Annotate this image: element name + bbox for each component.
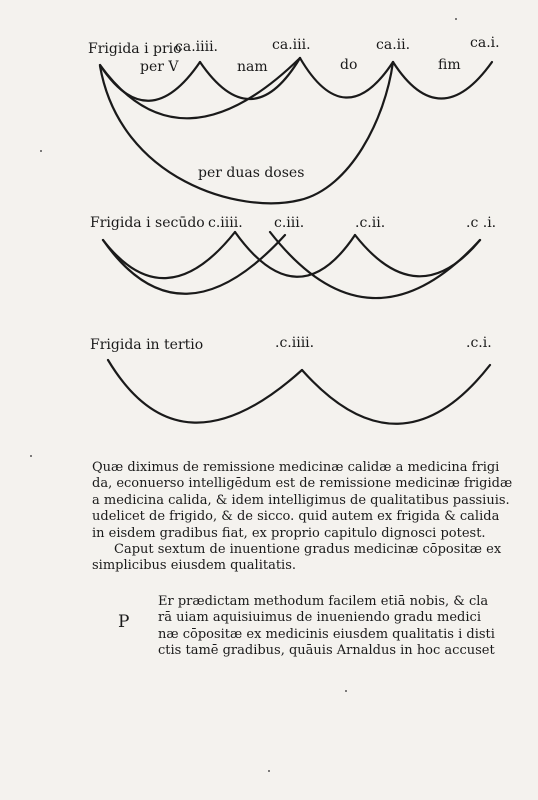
- paper-speck: [345, 690, 347, 692]
- body-line: a medicina calida, & idem intelligimus d…: [92, 492, 510, 508]
- diagram3-label-2: .c.i.: [466, 335, 492, 351]
- arc-d1-double-2: [98, 60, 395, 205]
- arc-d2-1: [101, 230, 237, 280]
- body-line: da, econuerso intelligēdum est de remiss…: [92, 476, 513, 492]
- paper-speck: [30, 455, 32, 457]
- diagram3-label-1: .c.iiii.: [275, 335, 315, 351]
- diagram1-word-4: fim: [438, 57, 461, 73]
- arc-d2-2: [233, 230, 357, 278]
- diagram1-label-2: ca.iii.: [272, 37, 311, 53]
- arc-d1-3: [298, 56, 395, 99]
- arc-d1-2: [198, 56, 302, 101]
- arc-d2-double-2: [268, 230, 482, 300]
- body-line: udelicet de frigido, & de sicco. quid au…: [92, 509, 500, 525]
- diagram2-label-4: .c .i.: [466, 215, 497, 231]
- arc-d1-double-1: [98, 56, 302, 120]
- para-line: næ cōpositæ ex medicinis eiusdem qualita…: [158, 626, 495, 642]
- para-line: ctis tamē gradibus, quāuis Arnaldus in h…: [158, 643, 495, 659]
- paper-speck: [268, 770, 270, 772]
- diagram2-title: Frigida i secūdo: [90, 215, 205, 231]
- chapter-heading-line: Caput sextum de inuentione gradus medici…: [114, 542, 502, 558]
- arc-d3-1: [106, 358, 304, 424]
- para-line: rā uiam aquisiuimus de inueniendo gradu …: [158, 610, 481, 626]
- diagram3-title: Frigida in tertio: [90, 337, 204, 353]
- diagram1-word-2: nam: [237, 59, 268, 75]
- arc-d2-3: [353, 233, 482, 278]
- diagram1-word-1: per V: [140, 59, 179, 75]
- arc-d3-2: [300, 363, 492, 425]
- diagram2-label-3: .c.ii.: [355, 215, 386, 231]
- initial-letter: P: [118, 612, 130, 632]
- diagram1-label-3: ca.ii.: [376, 37, 411, 53]
- diagram1-caption: per duas doses: [198, 165, 305, 181]
- arc-d2-double-1: [101, 233, 287, 295]
- diagram1-word-3: do: [340, 57, 358, 73]
- diagram1-title: Frigida i prio: [88, 41, 182, 57]
- diagram1-label-4: ca.i.: [470, 35, 500, 51]
- chapter-heading-line: simplicibus eiusdem qualitatis.: [92, 558, 297, 574]
- arc-d1-4: [391, 60, 494, 100]
- body-line: in eisdem gradibus fiat, ex proprio capi…: [92, 525, 486, 541]
- paper-speck: [40, 150, 42, 152]
- body-paragraph: Quæ diximus de remissione medicinæ calid…: [92, 460, 512, 575]
- body-line: Quæ diximus de remissione medicinæ calid…: [92, 460, 500, 475]
- diagram2-label-2: c.iii.: [274, 215, 305, 231]
- diagram1-label-1: ca.iiii.: [175, 39, 218, 55]
- paper-speck: [455, 18, 457, 20]
- chapter-paragraph: Er prædictam methodum facilem etiā nobis…: [158, 594, 518, 660]
- para-line: Er prædictam methodum facilem etiā nobis…: [158, 594, 489, 609]
- diagram2-label-1: c.iiii.: [208, 215, 243, 231]
